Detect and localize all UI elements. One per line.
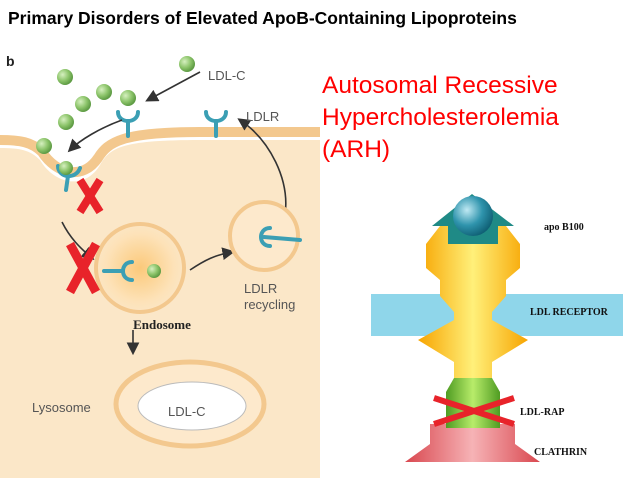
ldl-particle xyxy=(120,90,136,106)
clathrin-label: CLATHRIN xyxy=(534,447,588,458)
heading-line-3: (ARH) xyxy=(322,136,391,163)
heading-line-2: Hypercholesterolemia xyxy=(322,104,559,131)
ldl-rap-label: LDL-RAP xyxy=(520,407,564,418)
ldlr-label: LDLR xyxy=(246,109,279,124)
ldlr-recycling-label-1: LDLR xyxy=(244,281,277,296)
plasma-membrane xyxy=(0,127,320,178)
heading-line-1: Autosomal Recessive xyxy=(322,72,558,99)
ldl-rap-blocked-cross xyxy=(433,395,515,427)
ldl-particle xyxy=(58,114,74,130)
panel-letter: b xyxy=(6,53,15,69)
ldl-particle xyxy=(57,69,73,85)
ldl-particle-pit xyxy=(59,161,73,175)
ldl-receptor-pit xyxy=(56,164,82,192)
slide-title: Primary Disorders of Elevated ApoB-Conta… xyxy=(8,8,517,28)
ldl-particle-endosome xyxy=(147,264,161,278)
endosome-receptor xyxy=(102,260,134,282)
ldl-receptor-free xyxy=(204,110,228,138)
apo-b100-label: apo B100 xyxy=(544,222,584,233)
recycling-receptor xyxy=(259,226,302,248)
arrow-endosome-to-recycling xyxy=(189,247,236,271)
apo-b100-sphere xyxy=(453,196,493,236)
arrow-recycling-to-membrane xyxy=(237,118,287,216)
ldl-particle xyxy=(75,96,91,112)
arrow-ldl-binding xyxy=(145,71,201,102)
endosome xyxy=(94,222,186,314)
ldl-c-label: LDL-C xyxy=(208,68,246,83)
blocked-internalization-cross xyxy=(76,177,104,215)
ldl-particle xyxy=(179,56,195,72)
ldl-receptor-label: LDL RECEPTOR xyxy=(530,307,609,318)
arrow-to-pit xyxy=(67,119,123,153)
ldl-pathway-panel: b xyxy=(0,53,320,478)
ldl-receptor-shape xyxy=(418,226,528,378)
receptor-structure-diagram: apo B100 LDL RECEPTOR LDL-RAP CLATHRIN xyxy=(371,194,623,462)
clathrin-shape xyxy=(405,424,540,462)
ldl-particle xyxy=(36,138,52,154)
ldl-receptor-bound xyxy=(116,110,140,138)
lysosome-ldl-c-label: LDL-C xyxy=(168,404,206,419)
ldlr-recycling-label-2: recycling xyxy=(244,297,295,312)
blocked-endosome-cross xyxy=(66,241,100,295)
endosome-label: Endosome xyxy=(133,317,191,332)
lysosome-inner xyxy=(137,381,247,431)
arh-heading: Autosomal Recessive Hypercholesterolemia… xyxy=(322,70,559,166)
ldl-particle xyxy=(96,84,112,100)
lysosome-label: Lysosome xyxy=(32,400,91,415)
